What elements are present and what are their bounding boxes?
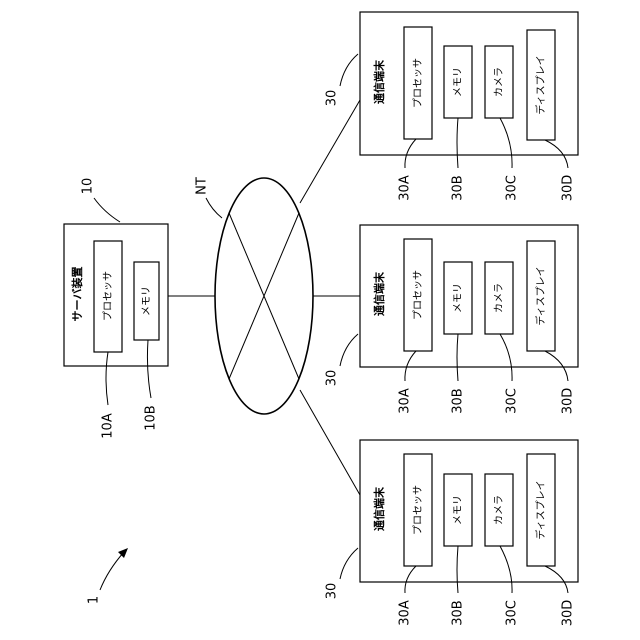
server-processor-label: プロセッサ — [102, 271, 114, 321]
server-memory-ref: 10B — [144, 405, 159, 430]
network-label-group: NT — [195, 177, 223, 218]
terminal-memory-ref-leader — [457, 334, 458, 381]
network-leader-line — [206, 198, 222, 218]
system-ref-group: 1 — [87, 548, 129, 604]
terminal-title: 通信端末 — [372, 486, 386, 531]
terminal-camera-ref-leader — [500, 546, 512, 593]
server-ref: 10 — [81, 178, 96, 195]
terminal-middle: 通信端末 プロセッサ メモリ カメラ ディスプレイ 30 30A 30B 30C… — [325, 225, 579, 414]
terminal-title: 通信端末 — [372, 271, 386, 316]
terminal-ref: 30 — [325, 90, 340, 107]
terminal-processor-label: プロセッサ — [412, 485, 424, 535]
terminal-camera-ref-leader — [500, 334, 512, 381]
connection-lines — [168, 100, 360, 495]
server-title: サーバ装置 — [70, 267, 84, 322]
terminal-display-ref: 30D — [561, 175, 576, 202]
terminal-memory-ref: 30B — [451, 600, 466, 625]
terminal-processor-ref-leader — [405, 351, 416, 381]
terminal-display-ref: 30D — [561, 388, 576, 415]
terminal-processor-label: プロセッサ — [412, 270, 424, 320]
terminal-processor-ref: 30A — [398, 388, 413, 414]
terminal-display-ref-leader — [545, 566, 568, 593]
terminal-camera-ref: 30C — [505, 600, 520, 626]
terminal-memory-ref-leader — [457, 118, 458, 168]
terminal-memory-label: メモリ — [453, 495, 464, 525]
terminal-title: 通信端末 — [372, 59, 386, 104]
terminal-processor-ref-leader — [405, 139, 416, 168]
terminal-ref-leader — [340, 334, 358, 366]
terminal-memory-label: メモリ — [453, 283, 464, 313]
terminal-camera-label: カメラ — [493, 283, 505, 313]
terminal-ref-leader — [340, 54, 358, 86]
terminal-memory-ref: 30B — [451, 388, 466, 413]
terminal-top: 通信端末 プロセッサ メモリ カメラ ディスプレイ 30 30A 30B 30C… — [325, 12, 579, 201]
network-terminal-top-link — [300, 100, 360, 203]
terminal-display-label: ディスプレイ — [534, 266, 547, 325]
terminal-bottom: 通信端末 プロセッサ メモリ カメラ ディスプレイ 30 30A 30B 30C… — [325, 440, 579, 626]
network — [215, 178, 313, 414]
network-label: NT — [195, 177, 210, 195]
terminal-display-ref-leader — [545, 140, 568, 168]
terminal-camera-label: カメラ — [493, 495, 505, 525]
terminal-memory-ref-leader — [457, 546, 458, 593]
network-terminal-bottom-link — [300, 390, 360, 495]
server-device: サーバ装置 プロセッサ メモリ 10 10A 10B — [64, 178, 168, 439]
system-ref-arrow-line — [100, 552, 124, 590]
terminal-camera-label: カメラ — [493, 67, 505, 97]
terminal-display-ref-leader — [545, 351, 568, 381]
terminal-processor-ref: 30A — [398, 600, 413, 626]
terminal-camera-ref: 30C — [505, 388, 520, 414]
server-processor-ref: 10A — [101, 413, 116, 439]
terminal-ref: 30 — [325, 583, 340, 600]
terminal-ref: 30 — [325, 370, 340, 387]
terminal-display-ref: 30D — [561, 600, 576, 627]
terminal-memory-label: メモリ — [453, 67, 464, 97]
terminal-display-label: ディスプレイ — [534, 55, 547, 114]
terminal-ref-leader — [340, 548, 358, 579]
terminal-memory-ref: 30B — [451, 175, 466, 200]
system-ref-arrowhead — [118, 548, 128, 558]
terminal-camera-ref: 30C — [505, 175, 520, 201]
server-ref-leader — [94, 198, 120, 222]
server-memory-ref-leader — [147, 340, 151, 398]
server-memory-label: メモリ — [142, 286, 153, 316]
terminal-display-label: ディスプレイ — [534, 480, 547, 539]
server-processor-ref-leader — [106, 352, 108, 405]
terminal-processor-label: プロセッサ — [412, 58, 424, 108]
terminal-processor-ref-leader — [405, 566, 416, 593]
terminal-processor-ref: 30A — [398, 175, 413, 201]
system-ref: 1 — [87, 596, 102, 604]
terminal-camera-ref-leader — [500, 118, 512, 168]
